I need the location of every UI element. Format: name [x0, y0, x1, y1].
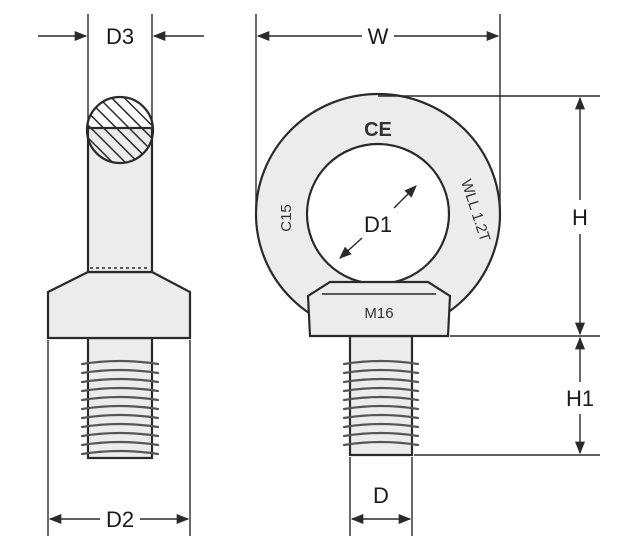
- label-h: H: [572, 205, 588, 230]
- thread-size-mark: M16: [364, 305, 393, 322]
- label-w: W: [368, 24, 389, 49]
- front-view: CE C15 WLL 1.2T M16: [254, 92, 502, 457]
- hatched-section: [85, 95, 155, 165]
- front-thread-body: [348, 334, 414, 457]
- label-d2: D2: [106, 507, 134, 532]
- front-collar: [306, 280, 452, 338]
- dimension-lines: [38, 14, 600, 536]
- front-thread-lines: [342, 359, 420, 447]
- ce-mark: CE: [364, 119, 392, 141]
- side-thread-lines: [80, 359, 160, 456]
- grade-mark: C15: [278, 204, 295, 232]
- side-view: [46, 95, 192, 460]
- dimension-labels: D3 W D1 H H1 D2 D: [106, 24, 594, 532]
- label-d: D: [373, 483, 389, 508]
- label-d3: D3: [106, 24, 134, 49]
- side-collar: [46, 270, 192, 340]
- label-d1: D1: [364, 212, 392, 237]
- label-h1: H1: [566, 386, 594, 411]
